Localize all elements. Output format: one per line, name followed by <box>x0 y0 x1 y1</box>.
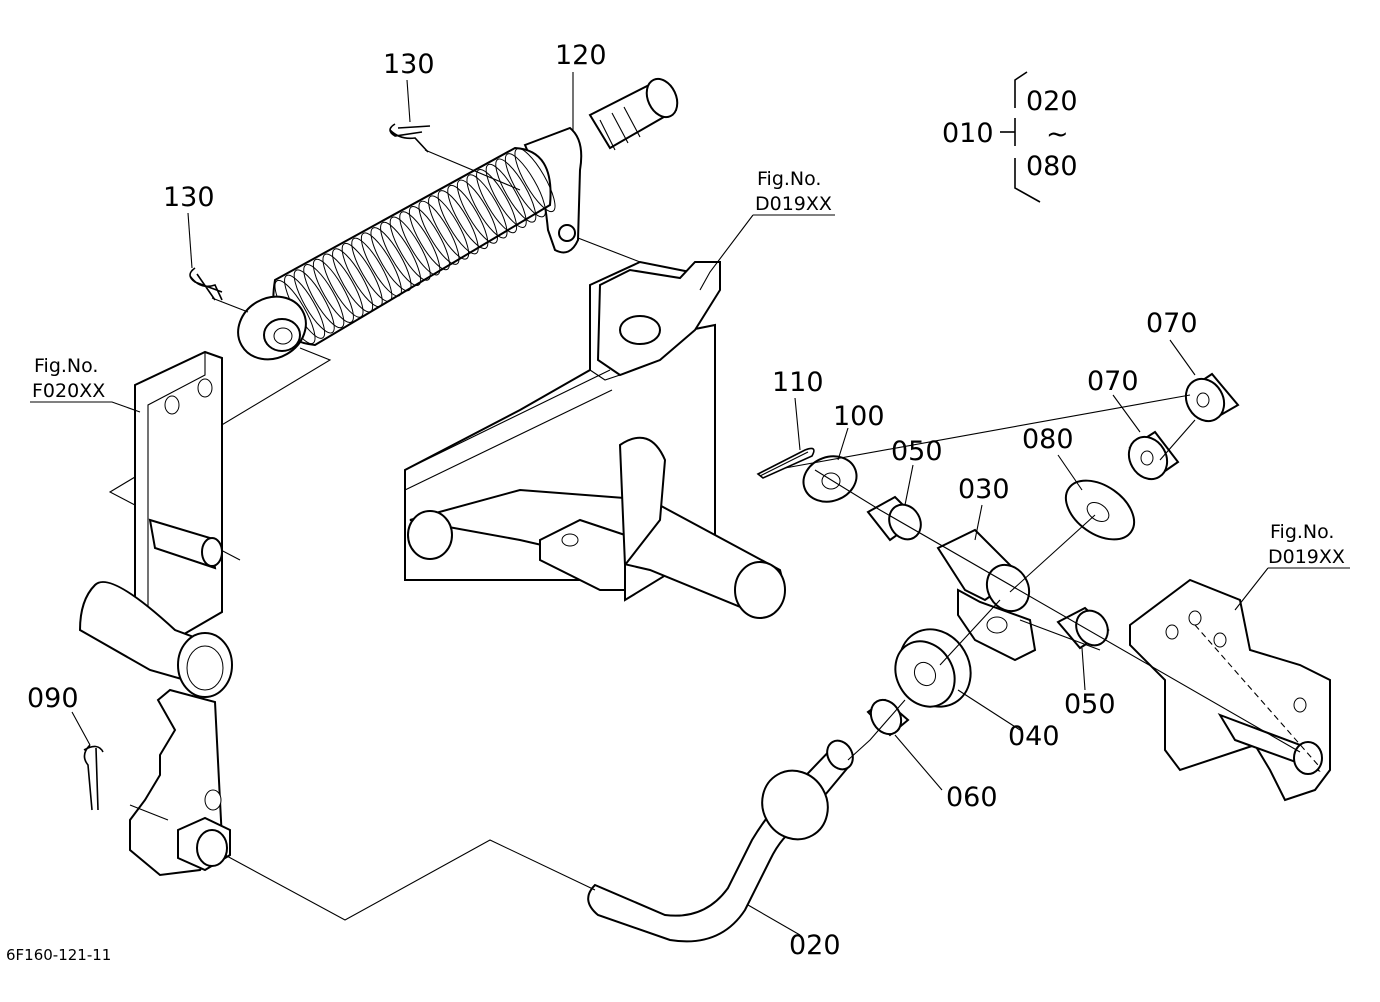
spring-coil <box>476 169 518 234</box>
spring-coil <box>360 232 402 297</box>
label-010: 010 <box>942 118 994 149</box>
plate-left <box>78 350 233 877</box>
spring-coil <box>312 258 354 323</box>
label-100: 100 <box>833 401 885 432</box>
labels: 010 020 ~ 080 130 120 130 110 100 050 03… <box>27 40 1198 961</box>
fig-ref-top-label: Fig.No. <box>757 168 821 190</box>
spring-coil <box>485 163 527 228</box>
spring-coil <box>428 195 470 260</box>
spring-coil <box>399 211 441 276</box>
arm-030 <box>936 528 1037 662</box>
frame-center <box>404 260 786 619</box>
label-130-left: 130 <box>163 182 215 213</box>
spacer-070-top <box>1184 372 1240 423</box>
drawing-code: 6F160-121-11 <box>6 946 111 964</box>
cotter-pin-110 <box>756 447 815 479</box>
spring-coil <box>293 269 335 334</box>
label-070-mid: 070 <box>1087 366 1139 397</box>
spring-coil <box>322 253 364 318</box>
spring-coil <box>437 190 479 255</box>
label-130-top: 130 <box>383 49 435 80</box>
spring-coil <box>303 264 345 329</box>
spring-coil <box>380 221 422 286</box>
fig-ref-left-code: F020XX <box>32 380 105 402</box>
washer-080 <box>1064 479 1136 541</box>
spring-coil <box>514 147 556 213</box>
spring-coil <box>504 153 546 218</box>
collar-060 <box>866 698 910 737</box>
fig-ref-top-code: D019XX <box>755 193 832 215</box>
spring-coil <box>466 174 508 239</box>
spring-coil <box>389 216 431 281</box>
spring-coil <box>341 242 383 308</box>
label-080-range-end: 080 <box>1026 151 1078 182</box>
label-020: 020 <box>789 930 841 961</box>
spacer-070-mid <box>1127 430 1180 481</box>
fig-ref-right-label: Fig.No. <box>1270 521 1334 543</box>
spring-coil <box>447 184 489 250</box>
fig-ref-right-code: D019XX <box>1268 546 1345 568</box>
label-040: 040 <box>1008 721 1060 752</box>
spring-coil <box>332 248 374 313</box>
spring-coil <box>456 179 498 244</box>
bracket-right <box>1129 578 1331 802</box>
group-bracket <box>1000 71 1041 203</box>
spring-coil <box>495 158 537 223</box>
label-060: 060 <box>946 782 998 813</box>
spring-coil <box>418 200 460 265</box>
label-070-top: 070 <box>1146 308 1198 339</box>
spring-coil <box>408 206 450 271</box>
r-pin-top <box>389 123 431 153</box>
bushing-050-top <box>866 495 922 542</box>
spring-coil <box>370 227 412 292</box>
label-050-right: 050 <box>1064 689 1116 720</box>
spring-assembly <box>237 77 679 361</box>
pulley-040 <box>894 628 972 708</box>
label-050-top: 050 <box>891 436 943 467</box>
spring-coil <box>351 237 393 302</box>
label-120: 120 <box>555 40 607 71</box>
label-090: 090 <box>27 683 79 714</box>
label-080: 080 <box>1022 424 1074 455</box>
label-020-range-start: 020 <box>1026 86 1078 117</box>
cotter-pin-090 <box>83 744 104 811</box>
label-030: 030 <box>958 474 1010 505</box>
fig-ref-left-label: Fig.No. <box>34 355 98 377</box>
label-110: 110 <box>772 367 824 398</box>
r-pin-left <box>189 267 223 301</box>
figure-references: Fig.No. D019XX Fig.No. F020XX Fig.No. D0… <box>32 168 1345 568</box>
label-range-separator: ~ <box>1046 119 1069 150</box>
rod-020 <box>587 739 854 943</box>
bushing-050-right <box>1056 606 1110 650</box>
